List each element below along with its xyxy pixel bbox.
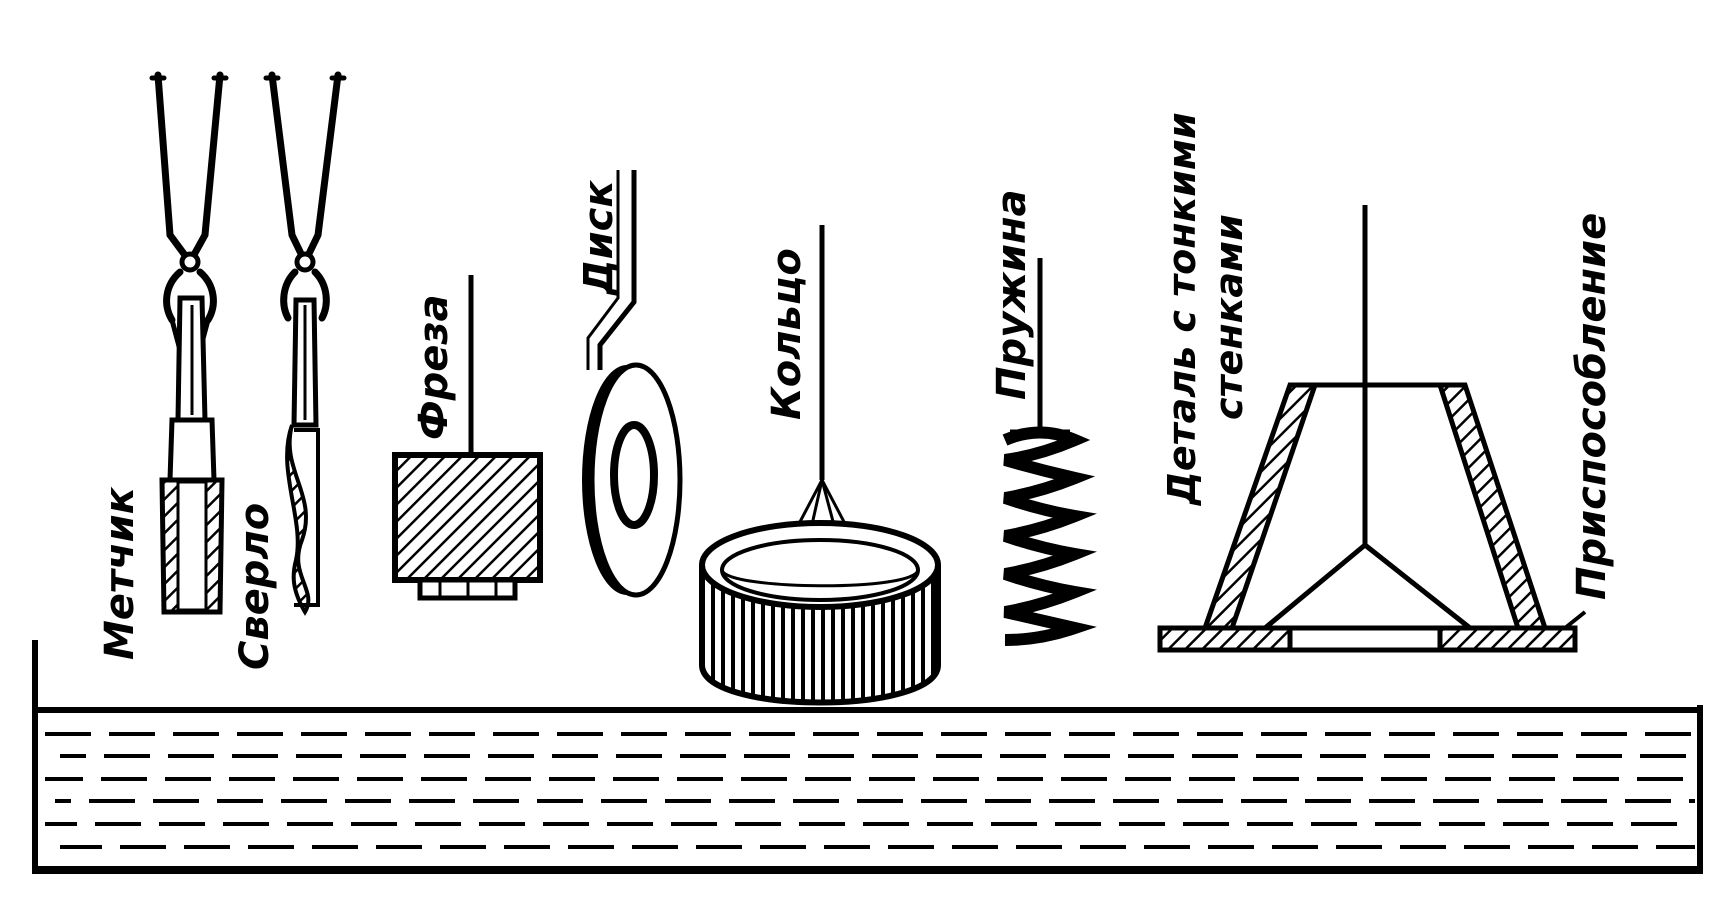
tongs-tap bbox=[149, 71, 229, 353]
ring bbox=[699, 225, 941, 706]
spring bbox=[1002, 258, 1097, 646]
label-spring: Пружина bbox=[989, 189, 1035, 400]
quench-tank bbox=[32, 640, 1703, 874]
label-ring: Кольцо bbox=[764, 248, 810, 420]
liquid-lines bbox=[45, 732, 1695, 849]
milling-cutter bbox=[392, 275, 543, 601]
label-disk: Диск bbox=[576, 180, 622, 297]
fixture-plate bbox=[1157, 610, 1587, 653]
tongs-drill bbox=[263, 71, 347, 322]
drill-tool bbox=[285, 297, 320, 616]
thin-walled-part bbox=[1201, 205, 1549, 631]
tap-tool bbox=[159, 295, 225, 615]
label-cutter: Фреза bbox=[411, 294, 457, 440]
label-fixture: Приспособление bbox=[1569, 213, 1615, 600]
tap-in-tongs bbox=[149, 71, 229, 615]
label-tap: Метчик bbox=[97, 486, 143, 660]
drill-in-tongs bbox=[263, 71, 347, 616]
label-thin-walled-part-line2: стенками bbox=[1207, 214, 1251, 420]
label-thin-walled-part-line1: Деталь с тонкими bbox=[1160, 112, 1204, 506]
disk bbox=[582, 170, 683, 598]
label-drill: Сверло bbox=[232, 503, 278, 670]
